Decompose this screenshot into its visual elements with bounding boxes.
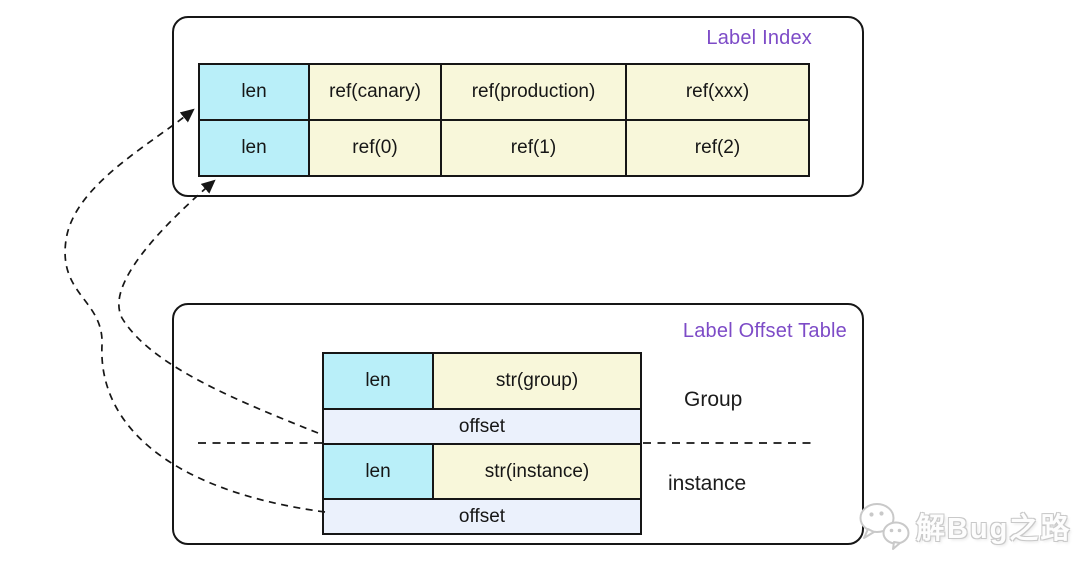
len-cell: len — [322, 443, 434, 500]
len-cell: len — [198, 119, 310, 177]
offset-cell: offset — [322, 498, 642, 535]
ref-xxx-cell: ref(xxx) — [625, 63, 810, 121]
ref-1-cell: ref(1) — [440, 119, 627, 177]
str-group-cell: str(group) — [432, 352, 642, 410]
label-offset-table-title: Label Offset Table — [682, 320, 847, 342]
label-index-row-2: len ref(0) ref(1) ref(2) — [198, 119, 810, 177]
offset-cell: offset — [322, 408, 642, 445]
label-index-row-1: len ref(canary) ref(production) ref(xxx) — [198, 63, 810, 121]
ref-0-cell: ref(0) — [308, 119, 442, 177]
watermark: 解Bug之路 — [856, 499, 1071, 553]
watermark-text: 解Bug之路 — [916, 513, 1072, 545]
group-entry-row: len str(group) — [322, 352, 642, 410]
len-cell: len — [322, 352, 434, 410]
label-offset-table: len str(group) offset len str(instance) … — [322, 352, 642, 535]
ref-canary-cell: ref(canary) — [308, 63, 442, 121]
instance-entry-row: len str(instance) — [322, 443, 642, 500]
label-index-title: Label Index — [706, 27, 812, 49]
len-cell: len — [198, 63, 310, 121]
ref-production-cell: ref(production) — [440, 63, 627, 121]
str-instance-cell: str(instance) — [432, 443, 642, 500]
wechat-icon — [859, 503, 910, 550]
label-index-table: len ref(canary) ref(production) ref(xxx)… — [198, 63, 810, 177]
ref-2-cell: ref(2) — [625, 119, 810, 177]
instance-side-label: instance — [668, 472, 747, 495]
group-side-label: Group — [684, 388, 743, 411]
group-offset-row: offset — [322, 408, 642, 445]
instance-offset-row: offset — [322, 498, 642, 535]
